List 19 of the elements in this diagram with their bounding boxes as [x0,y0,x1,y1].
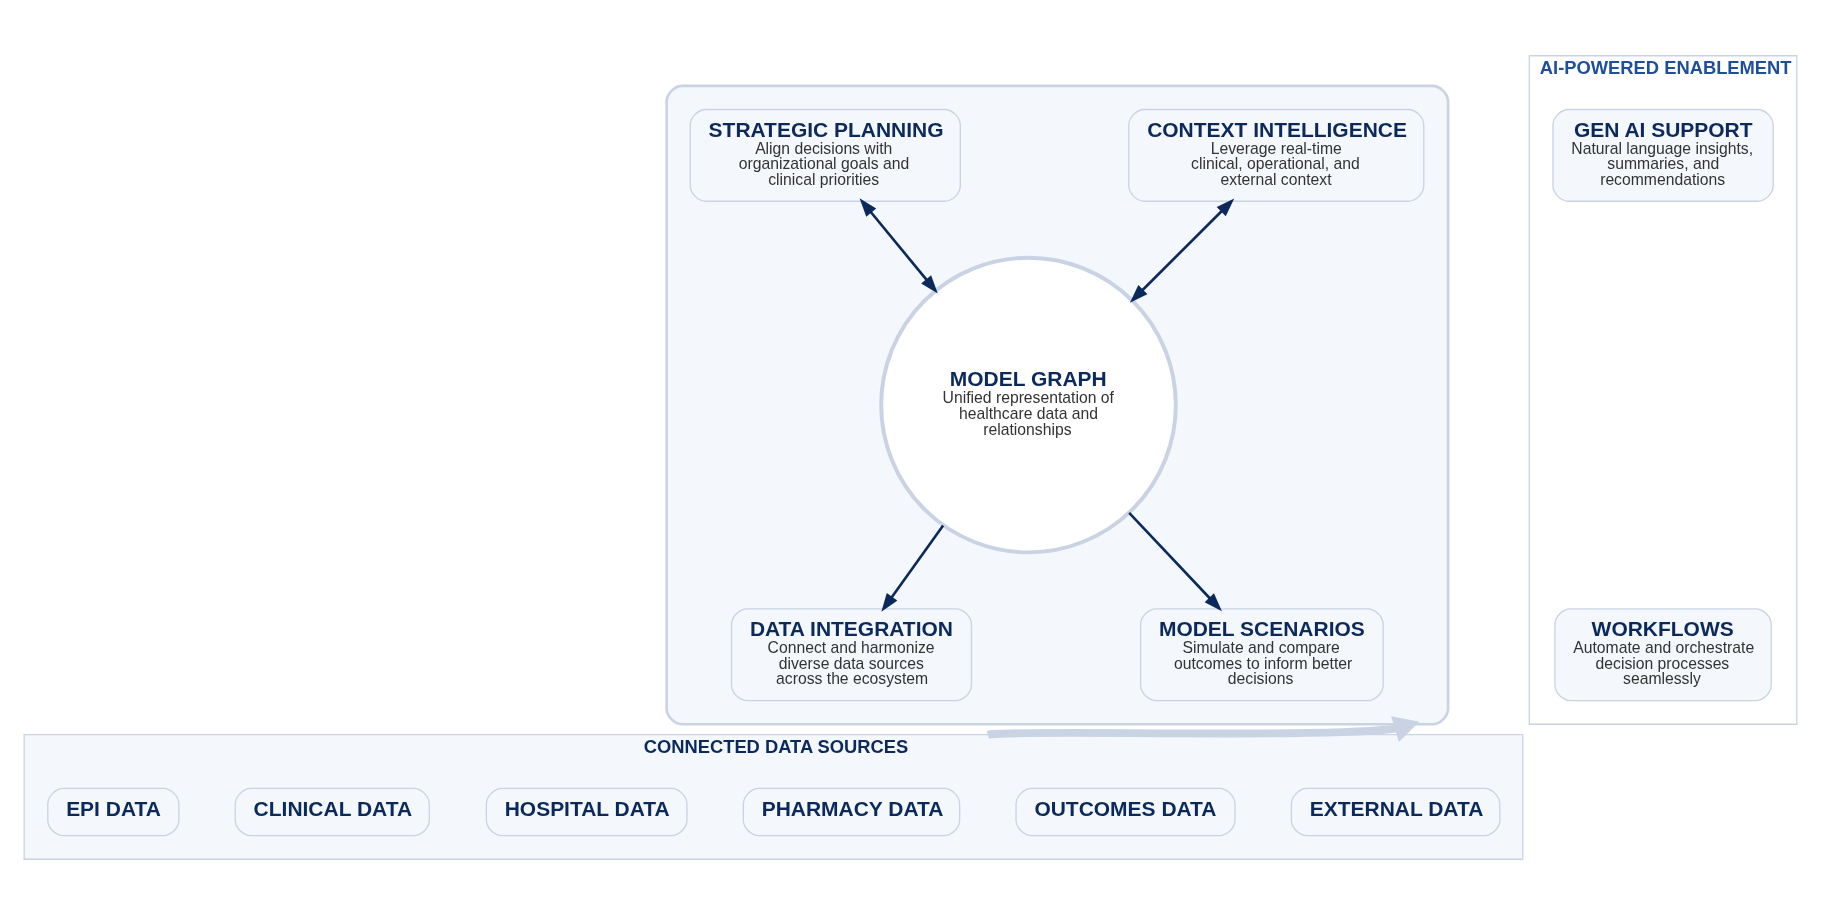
node-box: DATA INTEGRATION Connect and harmonize diverse data sources across the ecosystem [730,608,973,702]
node-box: CLINICAL DATA [234,787,430,837]
node-box: GEN AI SUPPORT Natural language insights, summaries, and recommendations [1552,108,1774,202]
arrow [1129,198,1235,303]
node-box: HOSPITAL DATA [485,787,688,837]
node-circle: MODEL GRAPH Unified representation of healthcare data and relationships [879,255,1178,555]
arrow [1128,512,1222,612]
node-box: WORKFLOWS Automate and orchestrate decision processes seamlessly [1554,608,1772,702]
arrow [881,524,945,612]
node-box: STRATEGIC PLANNING Align decisions with organizational goals and clinical priorities [689,108,961,202]
arrow [987,716,1420,742]
node-box: OUTCOMES DATA [1015,787,1236,837]
arrow [859,198,938,294]
node-box: MODEL SCENARIOS Simulate and compare outcomes to inform better decisions [1139,608,1384,702]
node-box: EXTERNAL DATA [1290,787,1501,837]
node-box: CONTEXT INTELLIGENCE Leverage real-time clinical, operational, and external context [1128,108,1425,202]
cluster [665,84,1450,726]
node-box: PHARMACY DATA [742,787,961,837]
node-box: EPI DATA [47,787,180,837]
